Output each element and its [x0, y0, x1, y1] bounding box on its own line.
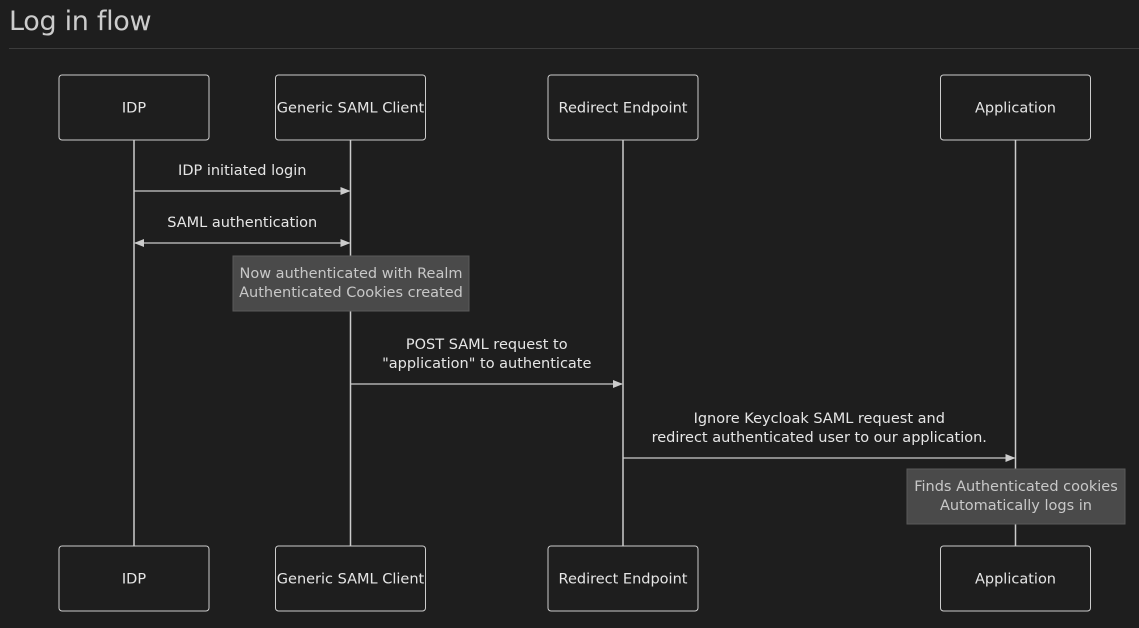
participant-box — [58, 74, 210, 141]
message-label: redirect authenticated user to our appli… — [652, 430, 987, 446]
participant-box — [547, 545, 699, 612]
note-box — [232, 255, 470, 312]
message-1: IDP initiated login — [134, 163, 351, 195]
note-text: Automatically logs in — [940, 498, 1092, 514]
participant-app-bottom: Application — [940, 545, 1091, 612]
participant-label: Generic SAML Client — [277, 101, 425, 117]
message-4: Ignore Keycloak SAML request and redirect… — [623, 411, 1016, 462]
participant-label: IDP — [122, 572, 146, 588]
message-label: SAML authentication — [167, 215, 317, 231]
participant-label: IDP — [122, 101, 146, 117]
note-text: Now authenticated with Realm — [240, 266, 463, 282]
participant-box — [58, 545, 210, 612]
participant-box — [547, 74, 699, 141]
message-label: IDP initiated login — [178, 163, 306, 179]
note-text: Finds Authenticated cookies — [914, 479, 1118, 495]
participant-redirect-top: Redirect Endpoint — [547, 74, 699, 141]
note-text: Authenticated Cookies created — [239, 285, 463, 301]
page-title: Log in flow — [9, 6, 152, 37]
participant-box — [940, 545, 1091, 612]
participant-label: Generic SAML Client — [277, 572, 425, 588]
participant-saml-bottom: Generic SAML Client — [275, 545, 426, 612]
participant-idp-bottom: IDP — [58, 545, 210, 612]
participant-app-top: Application — [940, 74, 1091, 141]
participant-label: Redirect Endpoint — [559, 572, 688, 588]
message-label: "application" to authenticate — [382, 356, 591, 372]
note-box — [906, 468, 1126, 525]
note-1: Now authenticated with RealmAuthenticate… — [232, 255, 470, 312]
participant-label: Application — [975, 572, 1056, 588]
note-2: Finds Authenticated cookiesAutomatically… — [906, 468, 1126, 525]
message-3: POST SAML request to "application" to aut… — [350, 337, 623, 388]
participant-saml-top: Generic SAML Client — [275, 74, 426, 141]
message-2: SAML authentication — [134, 215, 351, 247]
participant-label: Redirect Endpoint — [559, 101, 688, 117]
participant-idp-top: IDP — [58, 74, 210, 141]
message-label: POST SAML request to — [406, 337, 568, 353]
participant-box — [275, 545, 426, 612]
participant-label: Application — [975, 101, 1056, 117]
message-label: Ignore Keycloak SAML request and — [694, 411, 945, 427]
participant-box — [940, 74, 1091, 141]
participant-box — [275, 74, 426, 141]
participant-redirect-bottom: Redirect Endpoint — [547, 545, 699, 612]
title-divider — [9, 48, 1139, 49]
